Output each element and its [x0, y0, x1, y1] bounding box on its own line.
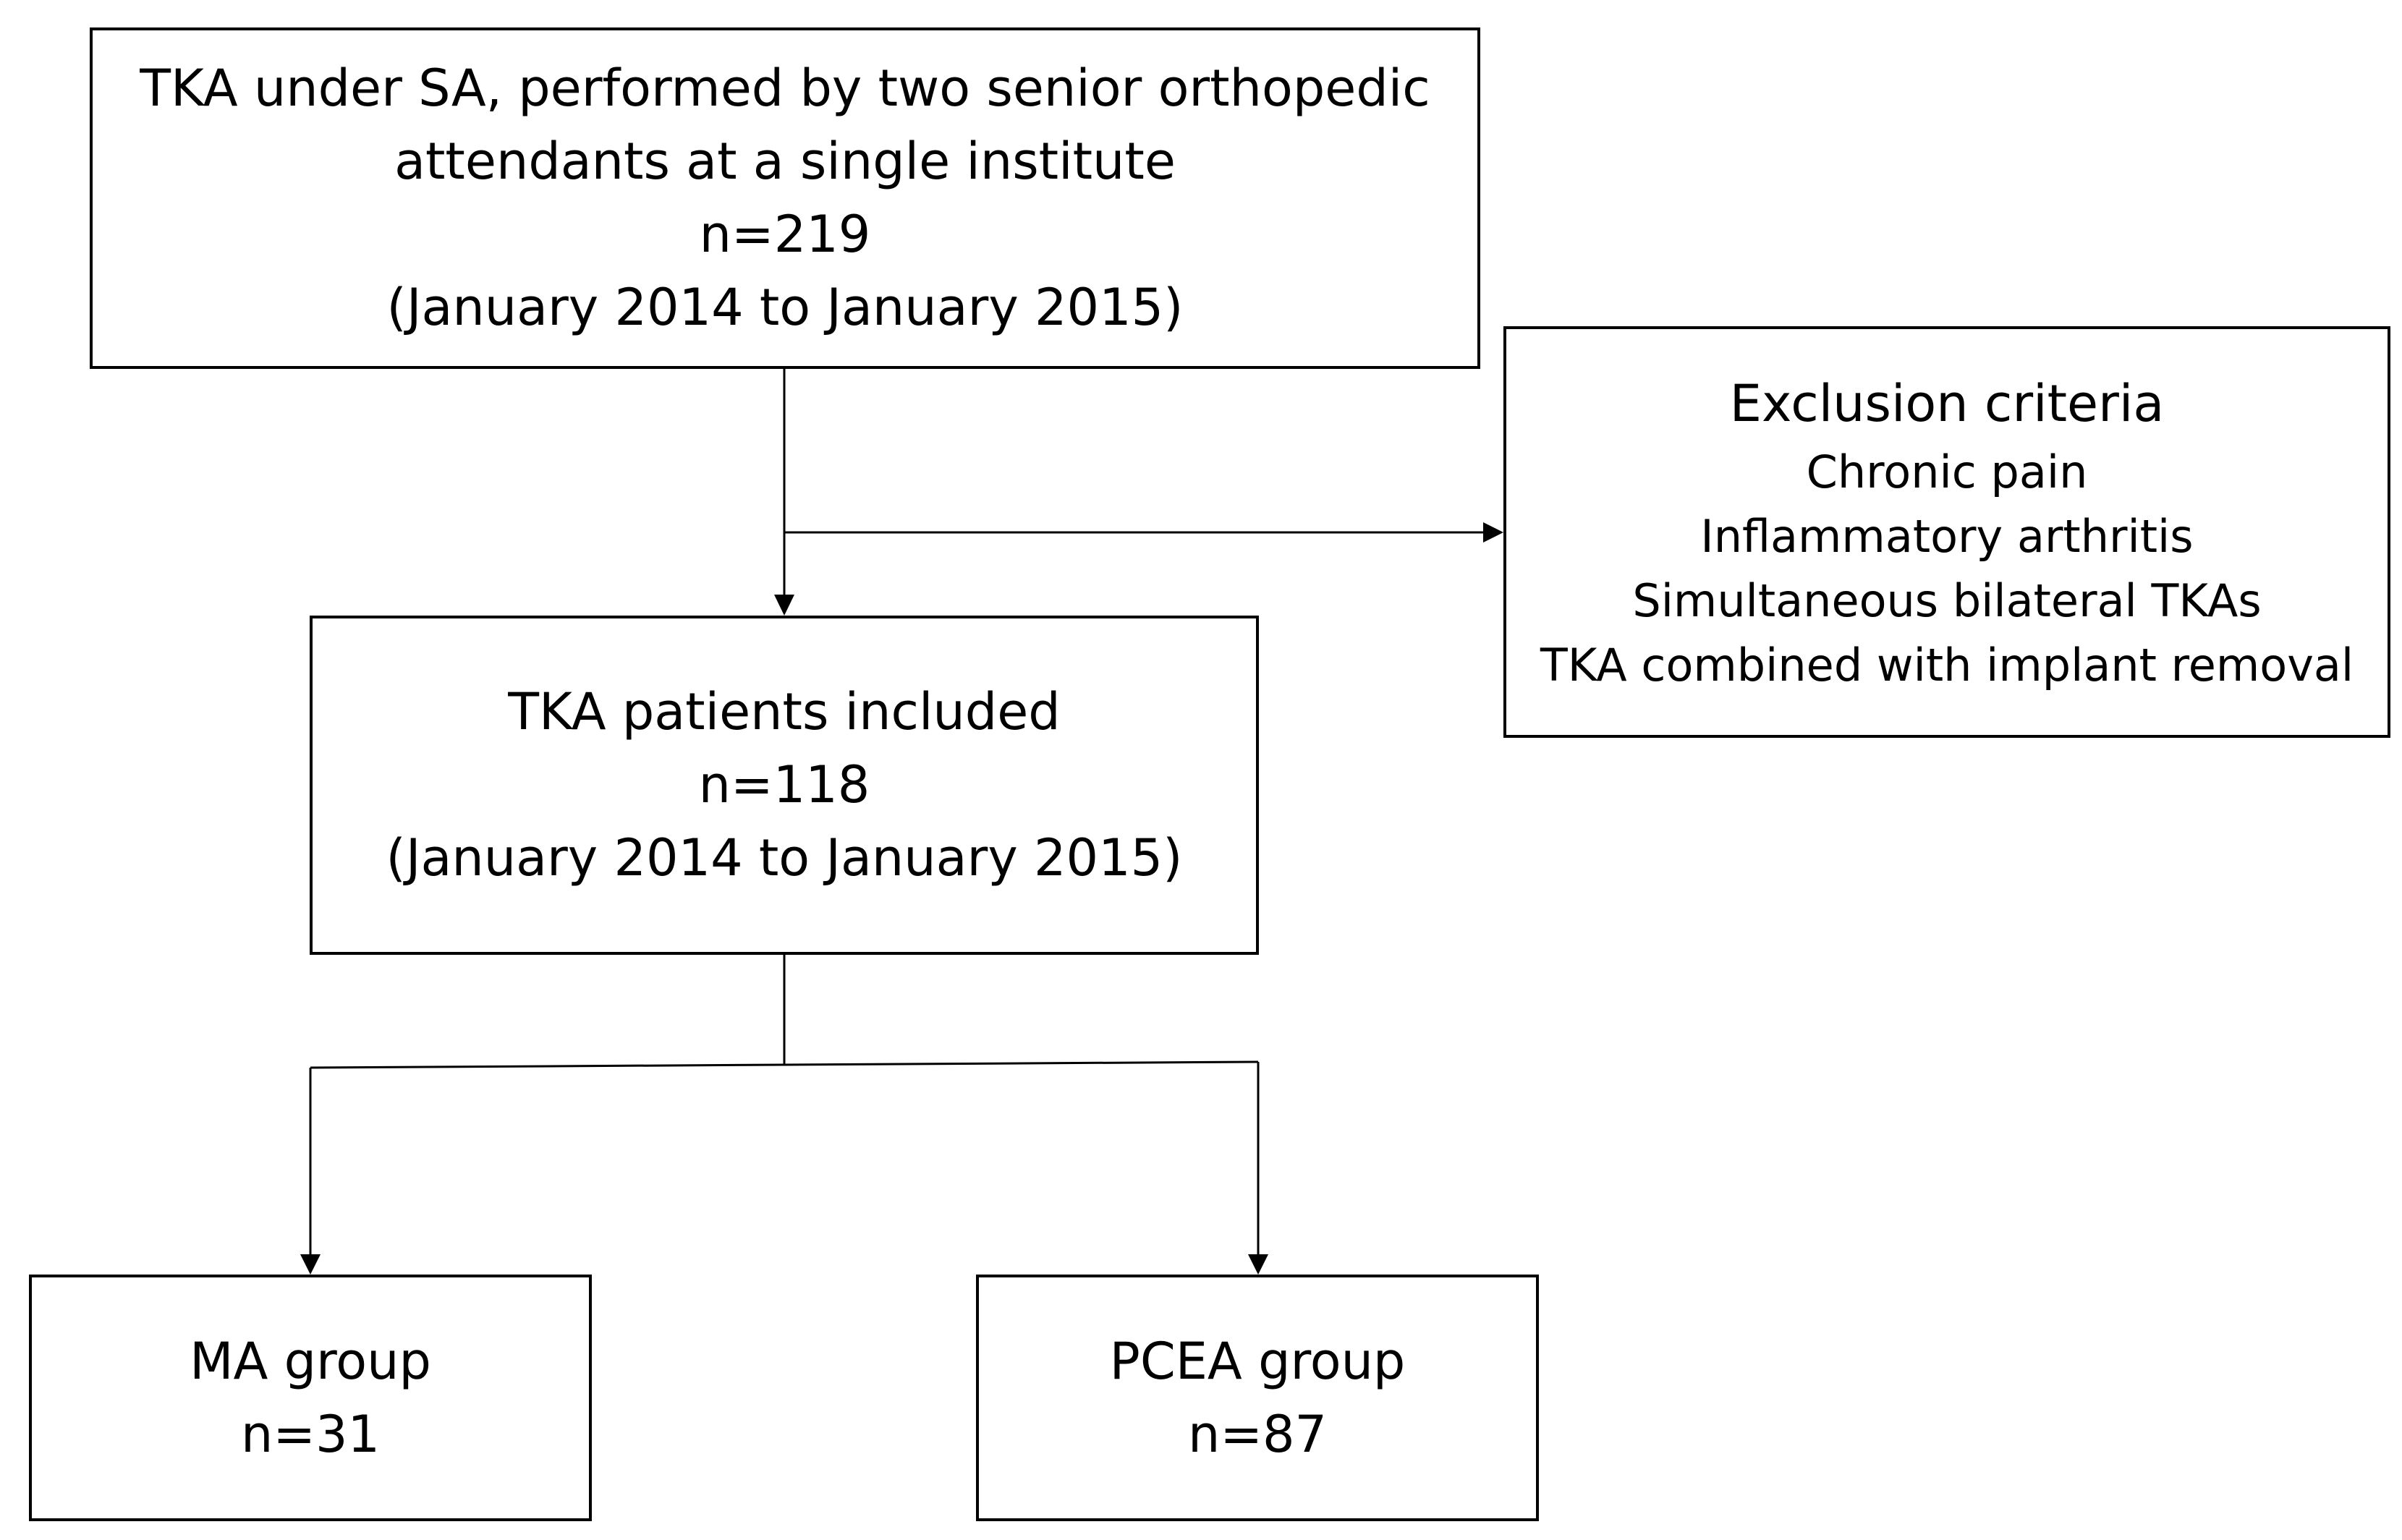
box-ma-group: MA group n=31	[29, 1275, 592, 1521]
exclusion-item-implant-removal: TKA combined with implant removal	[1540, 638, 2354, 692]
arrowhead-exclusion	[1483, 522, 1503, 543]
box-initial-cohort: TKA under SA, performed by two senior or…	[90, 27, 1480, 369]
pcea-group-count: n=87	[1187, 1404, 1328, 1464]
exclusion-criteria-title: Exclusion criteria	[1729, 373, 2165, 433]
ma-group-count: n=31	[240, 1404, 381, 1464]
included-patients-count: n=118	[698, 755, 870, 814]
box-included-patients: TKA patients included n=118 (January 201…	[310, 616, 1259, 955]
pcea-group-label: PCEA group	[1109, 1331, 1406, 1391]
included-patients-period: (January 2014 to January 2015)	[386, 828, 1183, 888]
initial-cohort-line-1: TKA under SA, performed by two senior or…	[140, 59, 1430, 118]
exclusion-item-inflammatory-arthritis: Inflammatory arthritis	[1700, 509, 2194, 563]
box-exclusion-criteria: Exclusion criteria Chronic pain Inflamma…	[1503, 326, 2390, 738]
connector-split-horizontal-right	[784, 1060, 1259, 1066]
box-pcea-group: PCEA group n=87	[976, 1275, 1539, 1521]
exclusion-item-chronic-pain: Chronic pain	[1806, 445, 2088, 498]
arrowhead-ma-group	[300, 1254, 321, 1275]
initial-cohort-period: (January 2014 to January 2015)	[386, 278, 1184, 337]
ma-group-label: MA group	[190, 1331, 431, 1391]
arrowhead-included	[774, 595, 794, 616]
initial-cohort-line-2: attendants at a single institute	[394, 132, 1176, 191]
initial-cohort-count: n=219	[699, 205, 871, 264]
included-patients-label: TKA patients included	[508, 682, 1061, 741]
exclusion-item-bilateral-tkas: Simultaneous bilateral TKAs	[1632, 574, 2262, 627]
arrowhead-pcea-group	[1248, 1254, 1268, 1275]
connector-split-horizontal	[310, 1063, 785, 1069]
